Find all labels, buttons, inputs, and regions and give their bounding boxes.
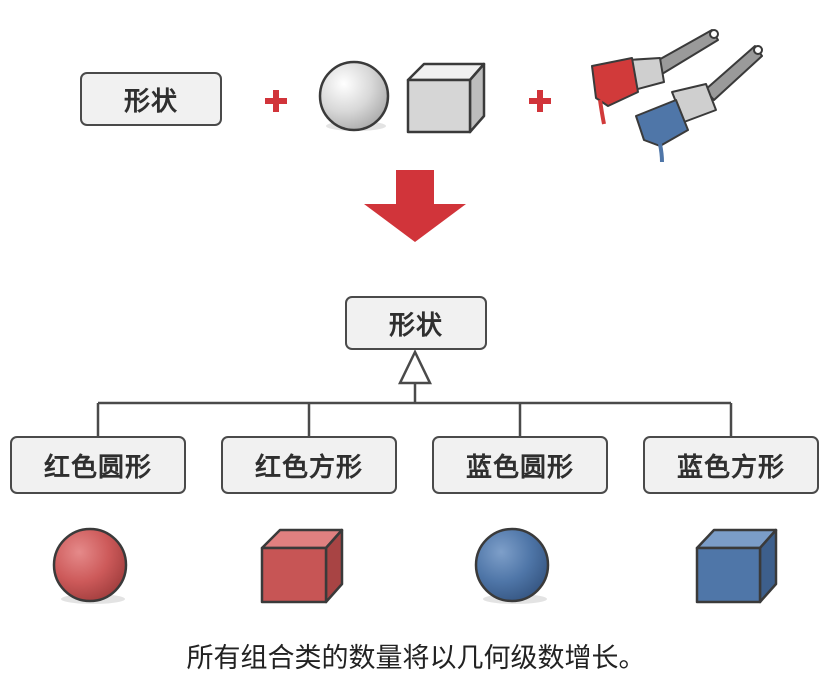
child-class-box-blue-square: 蓝色方形 — [643, 436, 819, 494]
red-cube-icon — [260, 528, 344, 604]
shape-label-box: 形状 — [80, 72, 222, 126]
inheritance-arrowhead — [398, 349, 432, 385]
child-class-label: 蓝色方形 — [676, 452, 785, 483]
blue-brush-icon — [635, 45, 763, 163]
red-brush-icon — [591, 29, 719, 125]
blue-cube-icon — [695, 528, 778, 604]
child-class-label: 蓝色圆形 — [465, 452, 574, 483]
parent-class-box: 形状 — [345, 296, 487, 350]
child-class-label: 红色方形 — [254, 452, 363, 483]
gray-sphere-icon — [318, 60, 390, 132]
child-class-box-red-square: 红色方形 — [221, 436, 397, 494]
child-class-label: 红色圆形 — [43, 452, 152, 483]
down-arrow-icon — [364, 170, 466, 242]
red-sphere-icon — [52, 527, 128, 604]
child-class-box-blue-circle: 蓝色圆形 — [432, 436, 608, 494]
child-class-box-red-circle: 红色圆形 — [10, 436, 186, 494]
gray-cube-icon — [406, 62, 486, 134]
blue-sphere-icon — [474, 527, 550, 604]
parent-class-label: 形状 — [388, 310, 443, 341]
plus-sign-2 — [529, 90, 551, 112]
plus-sign-1 — [265, 90, 287, 112]
shape-label-text: 形状 — [123, 86, 178, 117]
inheritance-connectors — [96, 383, 733, 436]
caption-text: 所有组合类的数量将以几何级数增长。 — [186, 643, 646, 674]
